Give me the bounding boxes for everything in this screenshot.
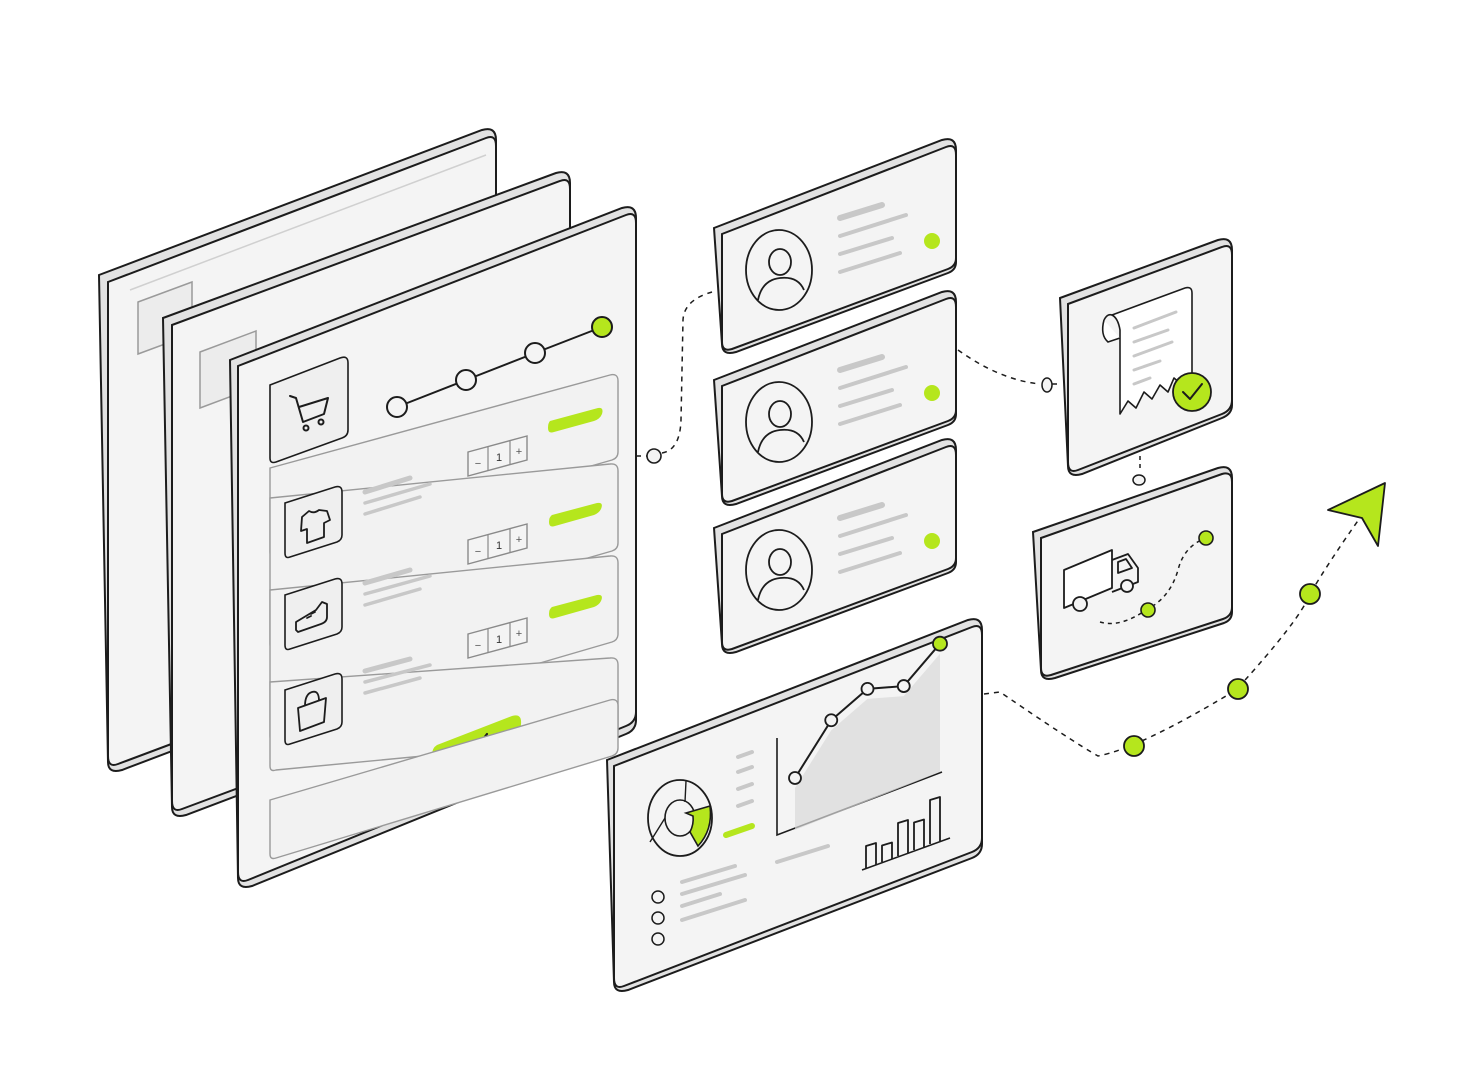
progress-step-4-active[interactable]	[591, 316, 613, 338]
check-circle-icon	[1172, 372, 1212, 412]
bar-chart	[861, 796, 951, 871]
qty-plus-1[interactable]: +	[516, 446, 522, 458]
receipt-card[interactable]	[1058, 238, 1233, 476]
customer-status-dot-3	[924, 533, 940, 549]
line-chart	[788, 635, 948, 830]
cart-icon-box[interactable]	[269, 356, 349, 464]
cart-panel: − 1 + − 1 +	[228, 206, 637, 888]
checkout-progress	[386, 316, 613, 418]
qty-value-3: 1	[496, 634, 502, 646]
qty-value-2: 1	[496, 540, 502, 552]
route-point-start	[1140, 602, 1156, 618]
qty-value-1: 1	[496, 452, 502, 464]
receipt-icon	[1101, 286, 1193, 415]
line-point-4	[896, 679, 911, 693]
qty-plus-2[interactable]: +	[516, 534, 522, 546]
item-2-status-pill	[549, 502, 602, 527]
cart-footer-bar	[269, 698, 619, 860]
growth-point-1	[1123, 735, 1145, 757]
growth-point-3	[1299, 583, 1321, 605]
quantity-stepper-1[interactable]: − 1 +	[467, 435, 528, 477]
bar-1	[865, 842, 877, 868]
bar-2	[881, 841, 893, 862]
delivery-truck-icon	[1063, 549, 1139, 612]
qty-plus-3[interactable]: +	[516, 628, 522, 640]
bar-4	[913, 818, 925, 850]
analytics-accent-bar	[723, 823, 755, 838]
item-1-status-pill	[548, 407, 603, 433]
connector-node-cart	[646, 448, 662, 464]
bar-5	[929, 796, 941, 844]
quantity-stepper-3[interactable]: − 1 +	[467, 617, 528, 659]
connector-receipt-delivery	[1132, 456, 1146, 486]
line-point-3	[860, 681, 875, 696]
connector-cart-customers	[636, 291, 713, 457]
user-avatar-icon	[745, 381, 813, 463]
progress-step-1[interactable]	[386, 396, 408, 418]
t-shirt-icon	[300, 509, 331, 544]
growth-path	[983, 482, 1386, 757]
donut-chart-icon[interactable]	[647, 779, 713, 857]
shopping-cart-icon	[289, 395, 329, 432]
sneaker-icon	[295, 601, 328, 633]
line-point-1	[788, 771, 802, 785]
bar-3	[897, 819, 909, 856]
qty-minus-1[interactable]: −	[475, 458, 481, 470]
user-avatar-icon	[745, 229, 813, 311]
line-point-5	[932, 635, 948, 652]
customer-status-dot-1	[924, 233, 940, 249]
customer-card-2[interactable]	[712, 290, 957, 506]
delivery-card[interactable]	[1031, 466, 1233, 680]
progress-step-2[interactable]	[455, 369, 477, 391]
customer-card-1[interactable]	[712, 138, 957, 354]
item-3-status-pill	[549, 594, 602, 619]
customer-status-dot-2	[924, 385, 940, 401]
customer-cards	[712, 138, 957, 654]
quantity-stepper-2[interactable]: − 1 +	[467, 523, 528, 565]
qty-minus-3[interactable]: −	[475, 640, 481, 652]
progress-step-3[interactable]	[524, 342, 546, 364]
connector-node-receipt	[1041, 377, 1053, 393]
connector-customers-receipt	[957, 349, 1062, 385]
list-bullets-icon	[651, 890, 665, 946]
customer-card-3[interactable]	[712, 438, 957, 654]
user-avatar-icon	[745, 529, 813, 611]
line-point-2	[824, 713, 839, 728]
qty-minus-2[interactable]: −	[475, 546, 481, 558]
growth-point-2	[1227, 678, 1249, 700]
shopping-bag-icon	[297, 690, 327, 732]
delivery-route	[1099, 537, 1207, 625]
arrow-up-right-icon	[1327, 482, 1386, 547]
route-point-end	[1198, 530, 1214, 546]
analytics-panel	[605, 618, 983, 992]
